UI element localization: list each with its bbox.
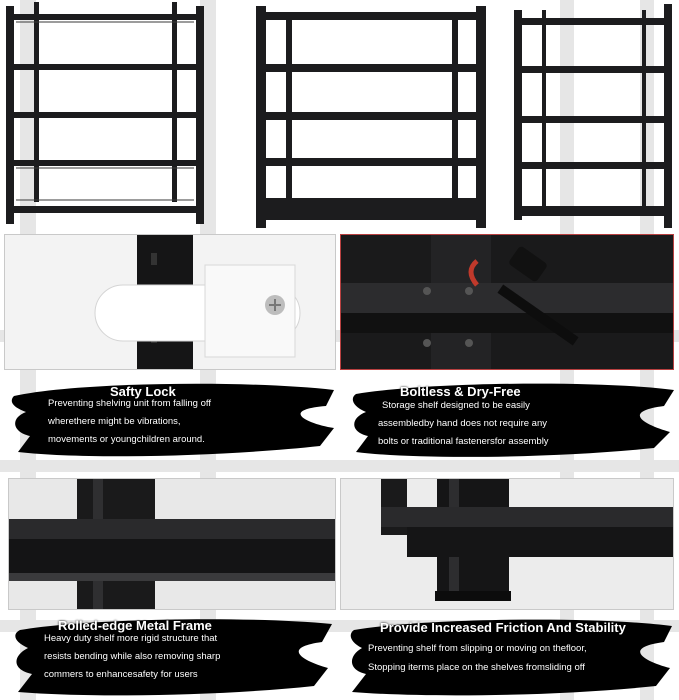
caption-line-1: Preventing shelf from slipping or moving… [368, 643, 587, 654]
panel-boltless-detail [340, 234, 674, 370]
caption-line-2: resists bending while also removing shar… [44, 651, 221, 662]
caption-line-3: commers to enhancesafety for users [44, 669, 198, 680]
caption-line-3: bolts or traditional fastenersfor assemb… [378, 436, 549, 447]
boltless-frame-icon [341, 235, 673, 369]
caption-line-3: movements or youngchildren around. [48, 434, 205, 445]
brush-stroke-rolled [15, 619, 332, 696]
panel-rolled-edge-frame [8, 478, 336, 610]
rubber-mallet-icon [497, 246, 579, 346]
foot-pad-icon [381, 479, 673, 601]
caption-line-1: Heavy duty shelf more rigid structure th… [44, 633, 218, 644]
caption-title-safety-lock: Safty Lock [110, 384, 176, 399]
caption-line-2: Stopping iterms place on the shelves fro… [368, 662, 585, 673]
brush-stroke-boltless [352, 383, 674, 457]
panel-safety-lock-detail [4, 234, 336, 370]
caption-line-1: Preventing shelving unit from falling of… [48, 398, 211, 409]
shelving-units-row [6, 2, 672, 228]
caption-title-friction-stability: Provide Increased Friction And Stability [380, 620, 626, 635]
caption-title-rolled-edge: Rolled-edge Metal Frame [58, 618, 212, 633]
safety-lock-clip-icon [94, 235, 301, 369]
caption-title-boltless: Boltless & Dry-Free [400, 384, 521, 399]
panel-foot-stability [340, 478, 674, 610]
brush-stroke-lock [11, 383, 335, 457]
shelf-unit-slim [514, 4, 672, 228]
shelf-unit-solid [256, 6, 486, 228]
brush-stroke-friction [350, 619, 672, 696]
caption-line-2: assembledby hand does not require any [378, 418, 548, 429]
caption-line-1: Storage shelf designed to be easily [382, 400, 530, 411]
shelf-unit-wire [6, 2, 204, 224]
frame-edge-icon [9, 479, 335, 609]
caption-line-2: wherethere might be vibrations, [48, 416, 181, 427]
